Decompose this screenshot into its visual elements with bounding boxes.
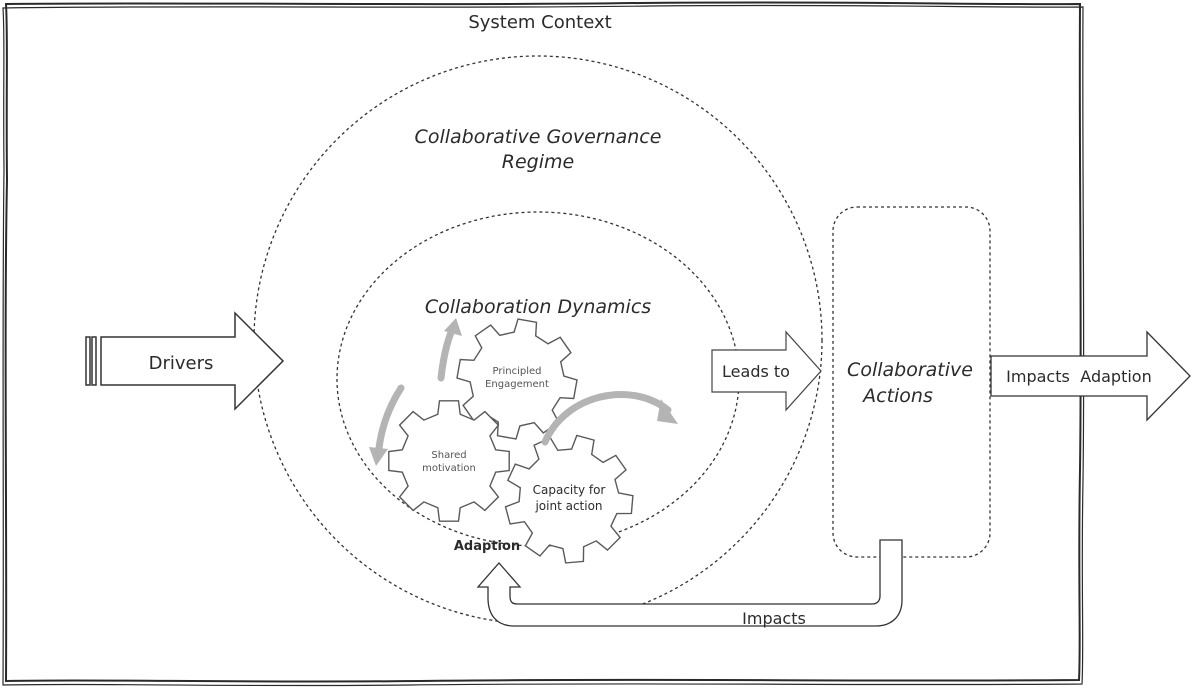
feedback-impacts-label: Impacts	[742, 609, 806, 628]
actions-label-line2: Actions	[861, 385, 933, 407]
collaborative-actions-box	[832, 206, 991, 558]
dynamics-label: Collaboration Dynamics	[425, 296, 651, 318]
adaption-inner-label: Adaption	[454, 539, 520, 554]
principled-gear-label-line1: Principled	[493, 366, 542, 377]
rotation-arrow-top-icon	[437, 326, 456, 382]
output-impacts-label: Impacts	[1006, 367, 1070, 386]
actions-label-line1: Collaborative	[847, 359, 973, 381]
shared-gear-label-line2: motivation	[422, 463, 476, 474]
shared-motivation-gear	[388, 400, 510, 522]
principled-gear-label-line2: Engagement	[485, 379, 549, 390]
drivers-arrow	[85, 311, 285, 411]
shared-gear-label-line1: Shared	[431, 450, 466, 461]
feedback-impacts-arrow	[476, 539, 903, 627]
regime-label-line1: Collaborative Governance	[415, 126, 662, 148]
capacity-gear	[504, 434, 634, 564]
system-context-label: System Context	[468, 12, 611, 33]
system-context-frame	[2, 1, 1085, 687]
leads-to-label: Leads to	[722, 362, 790, 381]
rotation-arrows	[375, 326, 672, 452]
rotation-arrowheads	[369, 318, 678, 466]
rotation-arrow-left-icon	[375, 384, 405, 452]
output-impacts-arrow	[990, 330, 1191, 422]
regime-label-line2: Regime	[502, 151, 574, 173]
rotation-arrow-right-icon	[541, 391, 672, 446]
capacity-gear-label-line1: Capacity for	[533, 483, 606, 497]
capacity-gear-label-line2: joint action	[534, 499, 602, 513]
leads-to-arrow	[711, 330, 822, 412]
output-adaption-label: Adaption	[1080, 367, 1151, 386]
drivers-label: Drivers	[149, 353, 214, 374]
